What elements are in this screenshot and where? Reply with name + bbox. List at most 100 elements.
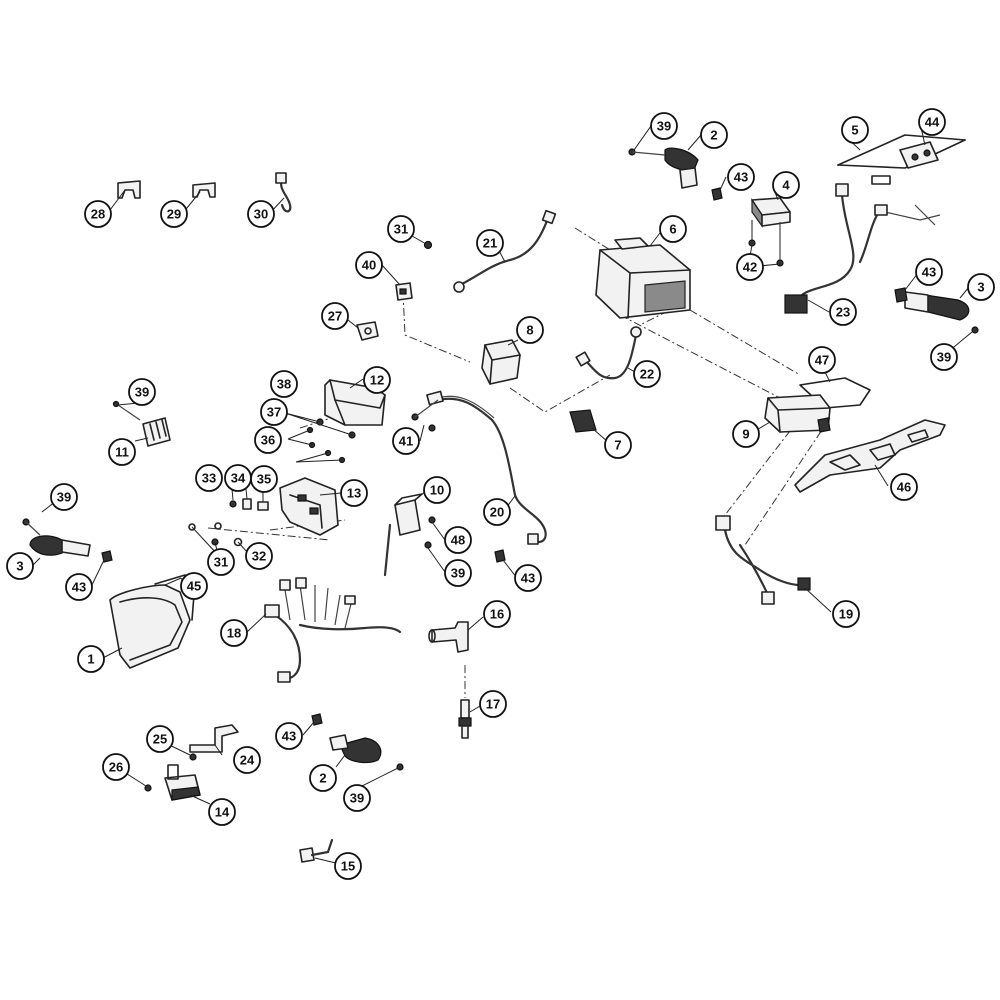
harness-23: [784, 183, 941, 314]
callout-15: 15: [334, 852, 362, 880]
harness-19: [715, 515, 811, 605]
svg-text:39: 39: [135, 385, 149, 400]
callout-44: 44: [918, 108, 946, 136]
svg-text:35: 35: [257, 472, 271, 487]
callout-33: 33: [195, 464, 223, 492]
nut-43-mid: [494, 549, 506, 563]
svg-text:15: 15: [341, 859, 355, 874]
svg-text:44: 44: [925, 115, 940, 130]
callout-29: 29: [160, 200, 188, 228]
svg-text:12: 12: [370, 373, 384, 388]
callout-39-b: 39: [50, 483, 78, 511]
callout-18: 18: [220, 619, 248, 647]
svg-text:33: 33: [202, 471, 216, 486]
callout-38: 38: [270, 370, 298, 398]
callout-31-top: 31: [387, 215, 415, 243]
turn-signal-2-top: [628, 147, 699, 189]
svg-text:43: 43: [734, 170, 748, 185]
callout-26: 26: [102, 753, 130, 781]
svg-text:13: 13: [347, 486, 361, 501]
callout-40: 40: [355, 251, 383, 279]
callout-30: 30: [247, 200, 275, 228]
nut-43-left: [101, 550, 113, 563]
svg-text:42: 42: [743, 260, 757, 275]
svg-text:40: 40: [362, 258, 376, 273]
bolt-31: [423, 240, 433, 250]
callout-7: 7: [604, 431, 632, 459]
callout-10: 10: [423, 476, 451, 504]
svg-text:1: 1: [87, 652, 94, 667]
svg-text:20: 20: [490, 505, 504, 520]
svg-text:14: 14: [215, 805, 230, 820]
callout-39-f: 39: [930, 343, 958, 371]
callout-36: 36: [254, 426, 282, 454]
svg-text:11: 11: [115, 445, 129, 460]
spark-plug-17: [458, 699, 472, 739]
svg-text:5: 5: [851, 123, 858, 138]
callout-28: 28: [84, 200, 112, 228]
svg-text:43: 43: [72, 580, 86, 595]
callout-39-e: 39: [650, 112, 678, 140]
clip-29: [192, 182, 216, 198]
svg-text:25: 25: [153, 732, 167, 747]
tail-lamp-5: [837, 134, 966, 185]
callout-17: 17: [479, 690, 507, 718]
svg-text:34: 34: [231, 471, 246, 486]
svg-text:47: 47: [815, 353, 829, 368]
callout-35: 35: [250, 465, 278, 493]
wire-20: [426, 390, 547, 545]
parts-33-35: [229, 498, 269, 511]
callout-5: 5: [841, 116, 869, 144]
svg-text:36: 36: [261, 433, 275, 448]
nut-43-top: [711, 187, 723, 201]
svg-text:46: 46: [897, 480, 911, 495]
callout-22: 22: [633, 360, 661, 388]
callout-9: 9: [732, 420, 760, 448]
svg-text:3: 3: [16, 559, 23, 574]
turn-signal-3-right: [894, 287, 979, 334]
relay-8: [481, 339, 521, 385]
terminal-41: [411, 399, 439, 432]
callout-2-bottom: 2: [309, 764, 337, 792]
instrument-base-13: [279, 477, 339, 536]
callout-41: 41: [392, 427, 420, 455]
svg-text:2: 2: [319, 771, 326, 786]
svg-text:38: 38: [277, 377, 291, 392]
callout-39-c: 39: [444, 559, 472, 587]
callout-21: 21: [476, 229, 504, 257]
callout-19: 19: [832, 600, 860, 628]
svg-text:45: 45: [187, 579, 201, 594]
svg-text:22: 22: [640, 367, 654, 382]
svg-text:41: 41: [399, 434, 413, 449]
assembly-lines: [207, 227, 831, 698]
callout-25: 25: [146, 725, 174, 753]
svg-text:39: 39: [57, 490, 71, 505]
callout-3-left: 3: [6, 552, 34, 580]
leader-lines: [31, 122, 973, 865]
ecu-9: [764, 394, 831, 433]
battery-6: [595, 237, 691, 319]
cap-7: [569, 409, 597, 433]
callout-3-right: 3: [967, 273, 995, 301]
svg-text:43: 43: [521, 571, 535, 586]
plug-cap-16: [428, 621, 469, 653]
callout-43-e: 43: [275, 722, 303, 750]
cable-21: [453, 209, 557, 293]
callout-32: 32: [245, 542, 273, 570]
callout-27: 27: [321, 302, 349, 330]
svg-text:28: 28: [91, 207, 105, 222]
callout-6: 6: [659, 215, 687, 243]
svg-text:10: 10: [430, 483, 444, 498]
svg-text:39: 39: [350, 791, 364, 806]
callout-39-d: 39: [343, 784, 371, 812]
terminal-40: [395, 282, 413, 301]
screw-15: [299, 838, 334, 863]
callout-43-c: 43: [65, 573, 93, 601]
callout-13: 13: [340, 479, 368, 507]
svg-text:39: 39: [451, 566, 465, 581]
callout-14: 14: [208, 798, 236, 826]
svg-text:32: 32: [252, 549, 266, 564]
svg-text:26: 26: [109, 760, 123, 775]
svg-text:7: 7: [614, 438, 621, 453]
